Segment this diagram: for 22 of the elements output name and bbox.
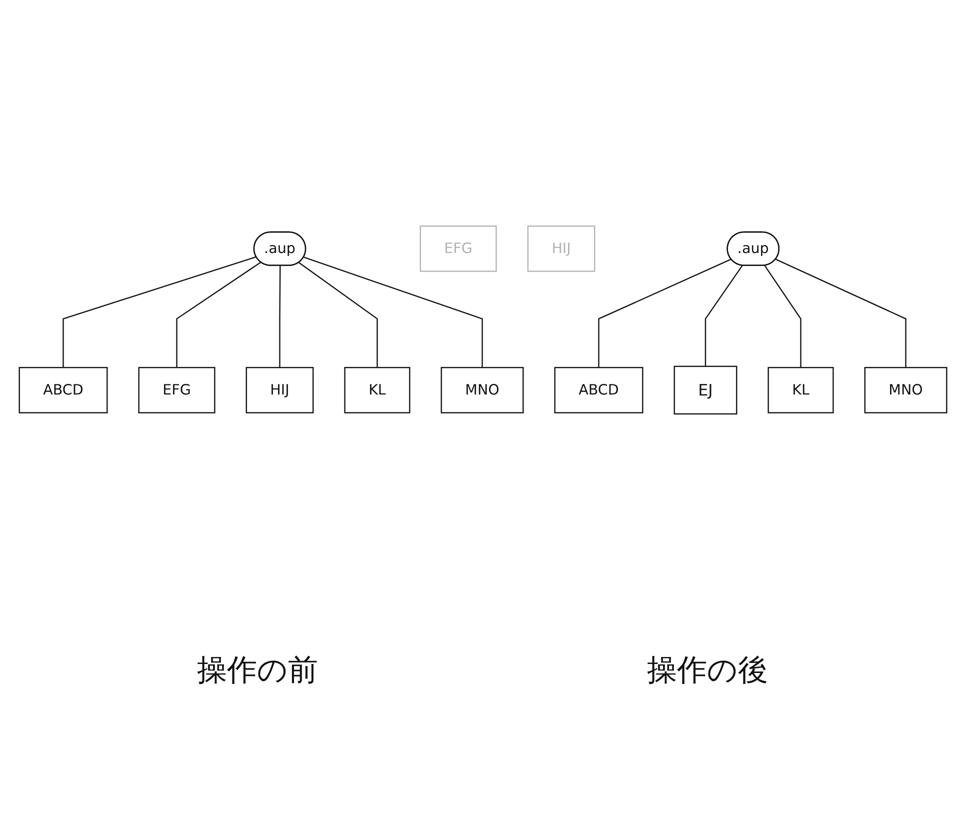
caption-text: 操作の後 xyxy=(647,652,768,690)
node-box: MNO xyxy=(864,366,947,414)
node-box: HIJ xyxy=(245,366,314,414)
node-box: ABCD xyxy=(18,366,108,414)
node-box: KL xyxy=(767,366,834,414)
node-box: HIJ xyxy=(526,225,595,272)
connector xyxy=(704,265,742,366)
connector xyxy=(278,266,280,368)
node-box: KL xyxy=(344,366,410,414)
node-box: EFG xyxy=(138,366,215,414)
node-box: EJ xyxy=(673,366,737,415)
caption-text: 操作の前 xyxy=(197,652,318,690)
connector xyxy=(176,262,261,368)
node-box: MNO xyxy=(440,366,524,414)
connector xyxy=(764,265,801,368)
connector xyxy=(62,256,256,368)
connector xyxy=(298,262,378,368)
connector xyxy=(303,256,482,368)
connector xyxy=(775,258,906,368)
node-box: EFG xyxy=(419,225,496,272)
node-box: ABCD xyxy=(554,366,643,414)
connector xyxy=(598,258,731,368)
